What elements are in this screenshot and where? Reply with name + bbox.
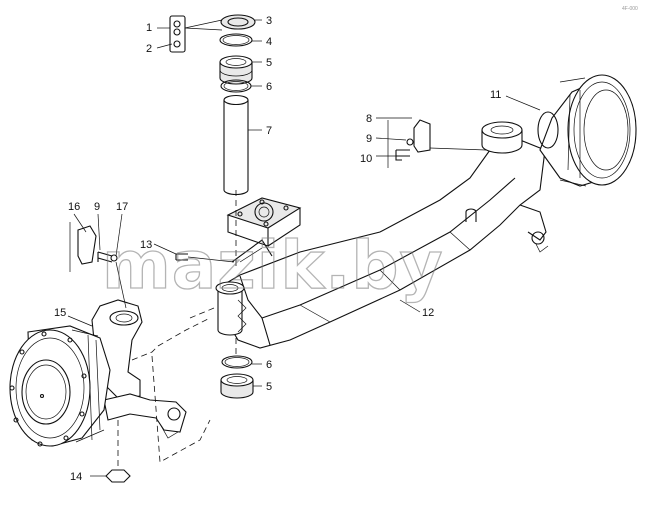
- callout-7: 7: [266, 125, 272, 137]
- bushing-top: [219, 55, 253, 85]
- brake-drum-right: [567, 74, 637, 186]
- callout-17: 17: [116, 201, 128, 213]
- lock-plate: [413, 119, 431, 153]
- callout-5b: 5: [266, 381, 272, 393]
- callout-15: 15: [54, 307, 66, 319]
- callout-11: 11: [490, 89, 501, 101]
- bolt-13: [153, 243, 235, 263]
- bushing-bottom: [220, 373, 254, 399]
- beam-eye-right: [481, 121, 523, 154]
- callout-6b: 6: [266, 359, 272, 371]
- assembly-lines: [117, 190, 237, 466]
- callout-10: 10: [360, 153, 372, 165]
- callout-labels: 1 2 3 4 5 6 7 8 9 10 11 12 13 14 15 16 9…: [54, 15, 501, 483]
- callout-14: 14: [70, 471, 82, 483]
- seal-ring-bottom: [221, 355, 253, 369]
- callout-1: 1: [146, 22, 152, 34]
- beam-eye-left: [215, 281, 247, 336]
- dust-cap: [90, 469, 131, 483]
- callout-13: 13: [140, 239, 152, 251]
- o-ring-top: [219, 33, 253, 47]
- cap-ring: [220, 14, 256, 30]
- callout-4: 4: [266, 36, 272, 48]
- wheel-studs: [9, 331, 87, 447]
- left-bracket-assembly: [69, 213, 127, 309]
- axle-beam: [215, 121, 546, 349]
- washer-small: [173, 40, 181, 48]
- callout-6: 6: [266, 81, 272, 93]
- spring-pad: [226, 197, 302, 247]
- kingpin-stack-bottom: [220, 355, 262, 399]
- callout-16: 16: [68, 201, 80, 213]
- steering-arm-left: [103, 393, 187, 433]
- grease-nipple: [173, 20, 181, 28]
- callout-3: 3: [266, 15, 272, 27]
- corner-mark: 4F-000: [622, 6, 638, 12]
- callout-12: 12: [422, 307, 434, 319]
- kingpin: [223, 94, 249, 196]
- callout-9: 9: [366, 133, 372, 145]
- left-wheel-hub: [9, 325, 111, 447]
- right-wheel-hub: [519, 74, 637, 253]
- watermark: mazik.by: [102, 227, 444, 304]
- lock-plate-left: [77, 225, 97, 265]
- callout-8: 8: [366, 113, 372, 125]
- callout-5: 5: [266, 57, 272, 69]
- callout-2: 2: [146, 43, 152, 55]
- kingpin-stack-top: [156, 14, 262, 196]
- right-bracket-assembly: [375, 117, 487, 168]
- hub-cap: [21, 359, 71, 425]
- washer-right: [406, 138, 414, 146]
- callout-9b: 9: [94, 201, 100, 213]
